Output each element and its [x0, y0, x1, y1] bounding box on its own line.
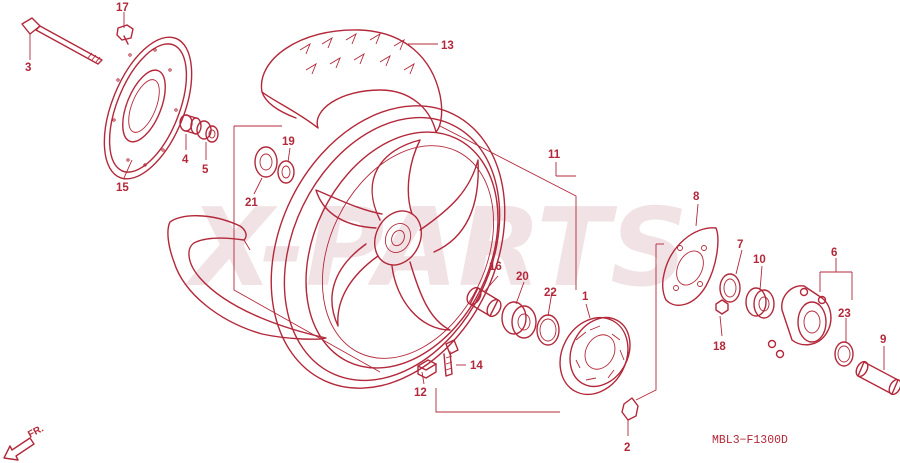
- callout-23: 23: [838, 308, 851, 320]
- callout-10: 10: [753, 254, 766, 266]
- callout-14: 14: [470, 360, 483, 372]
- front-direction-marker: FR.: [3, 423, 46, 461]
- callout-8: 8: [693, 191, 700, 203]
- callout-13: 13: [441, 40, 454, 52]
- callout-21: 21: [245, 197, 258, 209]
- callout-1: 1: [582, 291, 589, 303]
- driven-sprocket: [661, 227, 719, 306]
- callout-3: 3: [25, 62, 31, 74]
- callout-16: 16: [489, 261, 502, 273]
- callout-4: 4: [182, 154, 189, 166]
- oil-seal: [719, 273, 741, 303]
- watermark: X-PARTS: [184, 186, 688, 311]
- driven-flange: [767, 285, 832, 359]
- tire: [260, 29, 443, 133]
- damper-rubber: [621, 397, 639, 421]
- callout-6: 6: [831, 247, 837, 259]
- final-driven-damper: [559, 316, 631, 396]
- radial-bearing: [501, 301, 537, 339]
- leader-lines: [29, 12, 885, 436]
- callout-18: 18: [713, 341, 726, 353]
- flange-collar: [855, 360, 900, 396]
- front-label: FR.: [26, 423, 46, 440]
- arrow-down-left-icon: [3, 437, 35, 461]
- callout-5: 5: [202, 164, 209, 176]
- callout-9: 9: [880, 334, 886, 346]
- callout-2: 2: [624, 442, 630, 454]
- wheel-bearings: [254, 146, 295, 184]
- disc-bolt: [116, 24, 134, 45]
- collar: [179, 114, 202, 135]
- callout-11: 11: [548, 149, 561, 161]
- axle-bolt: [21, 17, 103, 65]
- callout-labels: 1 2 3 4 5 6 7 8 9 10 11 12 13 14 15 16 1…: [25, 2, 886, 454]
- callout-17: 17: [116, 2, 129, 14]
- callout-12: 12: [414, 387, 427, 399]
- mudguard-outline: [167, 215, 327, 340]
- diagram-code: MBL3−F1300D: [712, 434, 788, 447]
- valve-cap: [417, 359, 437, 379]
- callout-20: 20: [516, 271, 529, 283]
- flange-bearing: [745, 287, 775, 319]
- callout-22: 22: [544, 287, 557, 299]
- dust-seal: [196, 120, 219, 143]
- side-collar: [466, 286, 502, 318]
- o-ring: [536, 314, 560, 346]
- callout-7: 7: [737, 239, 743, 251]
- flange-o-ring: [834, 341, 854, 367]
- callout-19: 19: [282, 136, 295, 148]
- brake-disc: [103, 36, 193, 180]
- callout-15: 15: [116, 182, 129, 194]
- sprocket-nut: [715, 299, 729, 315]
- tire-valve: [443, 339, 459, 377]
